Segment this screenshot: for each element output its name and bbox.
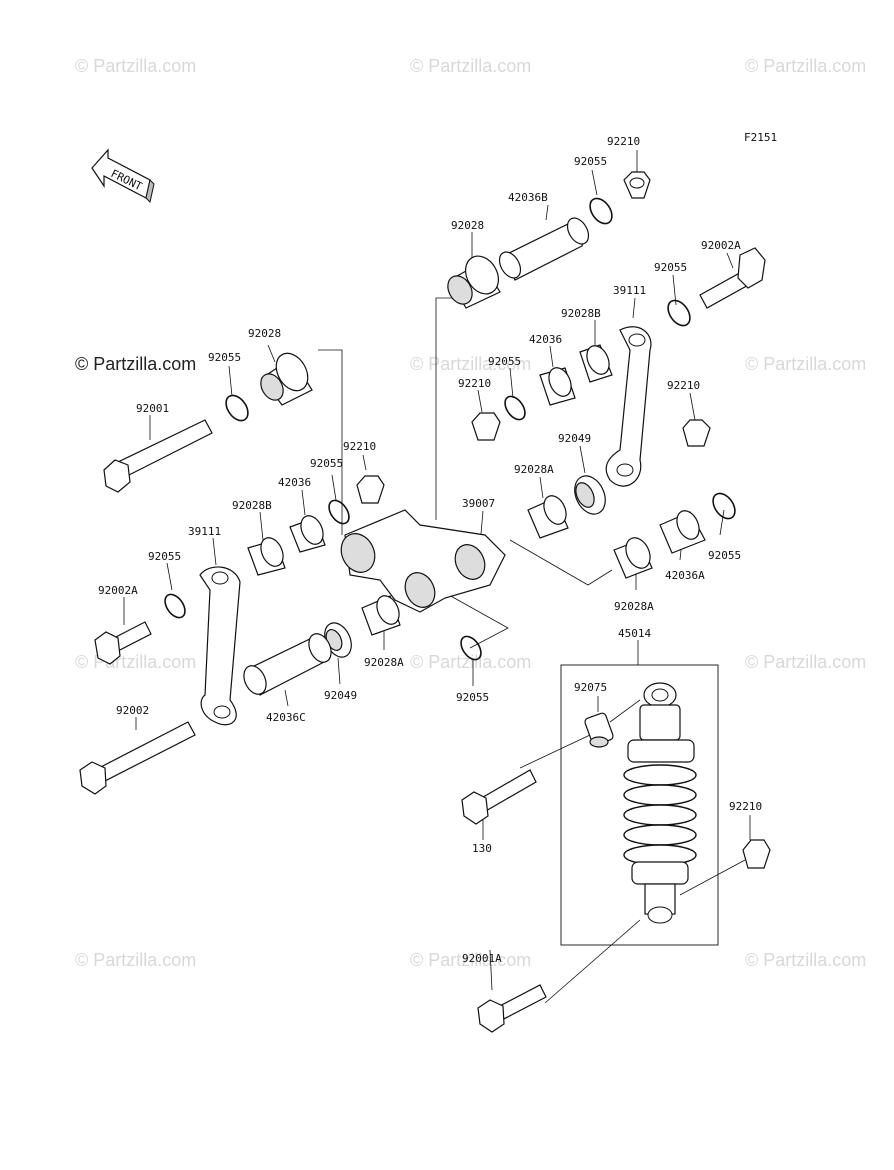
part-number: 92055 — [488, 355, 521, 368]
watermark: © Partzilla.com — [745, 354, 866, 374]
o-ring-icon — [328, 499, 350, 525]
watermark: © Partzilla.com — [75, 652, 196, 672]
part-number: 39111 — [613, 284, 646, 297]
front-arrow-icon: FRONT — [91, 148, 155, 203]
watermark: © Partzilla.com — [410, 652, 531, 672]
part-number: 42036C — [266, 711, 306, 724]
bushing-icon — [361, 595, 401, 636]
part-number: 92002A — [98, 584, 138, 597]
o-ring-icon — [504, 395, 526, 421]
part-number: 45014 — [618, 627, 651, 640]
part-number: 92028A — [364, 656, 404, 669]
part-number: 92210 — [458, 377, 491, 390]
nut-icon — [742, 839, 771, 869]
part-number: 92028B — [232, 499, 272, 512]
part-number: 42036A — [665, 569, 705, 582]
watermark: © Partzilla.com — [75, 56, 196, 76]
link-rod-icon — [199, 566, 241, 726]
shock-absorber-icon — [623, 682, 697, 924]
part-labels: 92210 92055 42036B 92028 92002A 92055 39… — [98, 135, 762, 965]
nut-icon — [471, 412, 501, 441]
part-number: 92001A — [462, 952, 502, 965]
bushing-icon — [579, 344, 613, 383]
o-ring-icon — [460, 635, 482, 661]
washer-icon — [574, 475, 606, 515]
nut-icon — [623, 171, 651, 199]
bushing-icon — [527, 495, 569, 539]
part-number: 92055 — [574, 155, 607, 168]
part-number: 92028A — [614, 600, 654, 613]
collar-icon — [289, 515, 326, 553]
bushing-icon — [260, 352, 313, 406]
nut-icon — [356, 475, 385, 504]
part-number: 92055 — [708, 549, 741, 562]
link-rod-icon — [605, 326, 652, 487]
part-number: 92055 — [310, 457, 343, 470]
part-number: 92028B — [561, 307, 601, 320]
o-ring-icon — [164, 593, 186, 619]
part-number: 42036 — [529, 333, 562, 346]
part-number: 92001 — [136, 402, 169, 415]
o-ring-icon — [589, 197, 613, 225]
part-number: 42036 — [278, 476, 311, 489]
bushing-icon — [247, 537, 286, 576]
part-number: 92049 — [558, 432, 591, 445]
collar-icon — [243, 633, 332, 696]
watermark: © Partzilla.com — [745, 950, 866, 970]
part-number: 92028A — [514, 463, 554, 476]
part-number: 39111 — [188, 525, 221, 538]
part-number: 92210 — [667, 379, 700, 392]
bolt-icon — [461, 769, 537, 825]
bushing-icon — [447, 255, 501, 309]
watermark: © Partzilla.com — [410, 950, 531, 970]
part-number: 92028 — [451, 219, 484, 232]
part-number: 42036B — [508, 191, 548, 204]
watermark: © Partzilla.com — [745, 56, 866, 76]
part-number: 39007 — [462, 497, 495, 510]
bolt-icon — [477, 984, 547, 1033]
leader-lines — [123, 150, 751, 1004]
bolt-icon — [103, 419, 213, 493]
part-number: 92002A — [701, 239, 741, 252]
bolt-icon — [699, 247, 766, 309]
collar-icon — [539, 367, 576, 406]
part-number: 92210 — [607, 135, 640, 148]
part-number: 92075 — [574, 681, 607, 694]
bolt-icon — [94, 621, 152, 665]
bolt-icon — [79, 721, 196, 795]
figure-code: F2151 — [744, 131, 777, 144]
watermark: © Partzilla.com — [410, 354, 531, 374]
o-ring-icon — [225, 394, 249, 422]
part-number: 92049 — [324, 689, 357, 702]
part-number: 92002 — [116, 704, 149, 717]
watermark-dark: © Partzilla.com — [75, 354, 196, 374]
part-number: 92210 — [729, 800, 762, 813]
nut-icon — [682, 419, 711, 447]
watermark: © Partzilla.com — [745, 652, 866, 672]
part-number: 92055 — [148, 550, 181, 563]
rocker-arm-icon — [340, 509, 506, 613]
part-number: 92028 — [248, 327, 281, 340]
bushing-icon — [613, 537, 653, 579]
collar-icon — [584, 712, 614, 748]
part-number: 92210 — [343, 440, 376, 453]
o-ring-icon — [667, 299, 691, 327]
watermarks: © Partzilla.com © Partzilla.com © Partzi… — [75, 56, 866, 970]
collar-icon — [498, 217, 590, 281]
collar-icon — [659, 510, 706, 554]
part-number: 130 — [472, 842, 492, 855]
part-number: 92055 — [208, 351, 241, 364]
o-ring-icon — [712, 492, 736, 520]
watermark: © Partzilla.com — [410, 56, 531, 76]
part-number: 92055 — [456, 691, 489, 704]
watermark: © Partzilla.com — [75, 950, 196, 970]
part-number: 92055 — [654, 261, 687, 274]
